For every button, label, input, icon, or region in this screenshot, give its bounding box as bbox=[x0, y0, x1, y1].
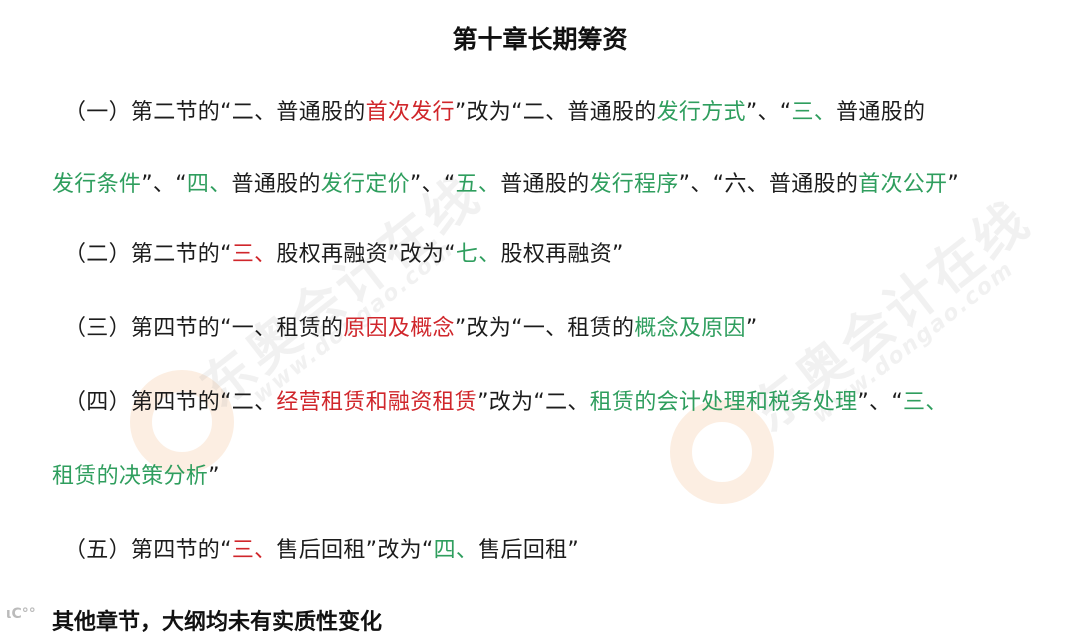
added-text: 发行定价 bbox=[320, 172, 410, 197]
added-text: 概念及原因 bbox=[634, 316, 746, 341]
text-segment: ”、“ bbox=[745, 100, 792, 125]
text-segment: ”改为“二、普通股的 bbox=[454, 100, 657, 125]
added-text: 发行条件 bbox=[52, 172, 142, 197]
footer-note: 其他章节，大纲均未有实质性变化 bbox=[52, 610, 383, 635]
corner-logo-icon: ιC°° bbox=[6, 606, 36, 622]
text-segment: （四）第四节的“二、 bbox=[64, 390, 277, 415]
change-item-line: （二）第二节的“三、股权再融资”改为“七、股权再融资” bbox=[64, 236, 624, 268]
added-text: 租赁的会计处理和税务处理 bbox=[589, 390, 858, 415]
added-text: 七、 bbox=[455, 242, 501, 267]
text-segment: ” bbox=[208, 464, 220, 489]
text-segment: （一）第二节的“二、普通股的 bbox=[64, 100, 366, 125]
added-text: 发行方式 bbox=[656, 100, 746, 125]
added-text: 首次公开 bbox=[858, 172, 948, 197]
added-text: 发行程序 bbox=[589, 172, 679, 197]
text-segment: ”、“ bbox=[141, 172, 187, 197]
removed-text: 经营租赁和融资租赁 bbox=[276, 390, 478, 415]
removed-text: 三、 bbox=[231, 242, 277, 267]
text-segment: （二）第二节的“ bbox=[64, 242, 232, 267]
page-title: 第十章长期筹资 bbox=[452, 25, 628, 54]
text-segment: 售后回租”改为“ bbox=[276, 538, 434, 563]
text-segment: 普通股的 bbox=[836, 100, 926, 125]
added-text: 四、 bbox=[433, 538, 479, 563]
added-text: 三、 bbox=[903, 390, 948, 415]
change-item-line: 租赁的决策分析” bbox=[52, 458, 220, 490]
text-segment: ”改为“二、 bbox=[477, 390, 590, 415]
text-segment: ”、“六、普通股的 bbox=[678, 172, 859, 197]
change-item-line: 发行条件”、“四、普通股的发行定价”、“五、普通股的发行程序”、“六、普通股的首… bbox=[52, 166, 959, 198]
text-segment: 股权再融资”改为“ bbox=[276, 242, 456, 267]
text-segment: ” bbox=[947, 172, 960, 197]
text-segment: ”、“ bbox=[409, 172, 456, 197]
text-segment: （三）第四节的“一、租赁的 bbox=[64, 316, 344, 341]
change-item-line: （四）第四节的“二、经营租赁和融资租赁”改为“二、租赁的会计处理和税务处理”、“… bbox=[64, 384, 948, 416]
added-text: 租赁的决策分析 bbox=[52, 464, 209, 489]
removed-text: 首次发行 bbox=[365, 100, 455, 125]
change-item-line: （五）第四节的“三、售后回租”改为“四、售后回租” bbox=[64, 532, 579, 564]
change-item-line: （三）第四节的“一、租赁的原因及概念”改为“一、租赁的概念及原因” bbox=[64, 310, 758, 342]
removed-text: 三、 bbox=[231, 538, 277, 563]
added-text: 五、 bbox=[455, 172, 501, 197]
text-segment: 普通股的 bbox=[231, 172, 321, 197]
text-segment: （五）第四节的“ bbox=[64, 538, 232, 563]
text-segment: ”、“ bbox=[857, 390, 904, 415]
text-segment: 售后回租” bbox=[478, 538, 580, 563]
removed-text: 原因及概念 bbox=[343, 316, 455, 341]
added-text: 四、 bbox=[186, 172, 232, 197]
text-segment: ”改为“一、租赁的 bbox=[454, 316, 635, 341]
added-text: 三、 bbox=[791, 100, 837, 125]
text-segment: 普通股的 bbox=[500, 172, 590, 197]
change-item-line: （一）第二节的“二、普通股的首次发行”改为“二、普通股的发行方式”、“三、普通股… bbox=[64, 94, 925, 126]
text-segment: ” bbox=[745, 316, 758, 341]
text-segment: 股权再融资” bbox=[500, 242, 624, 267]
